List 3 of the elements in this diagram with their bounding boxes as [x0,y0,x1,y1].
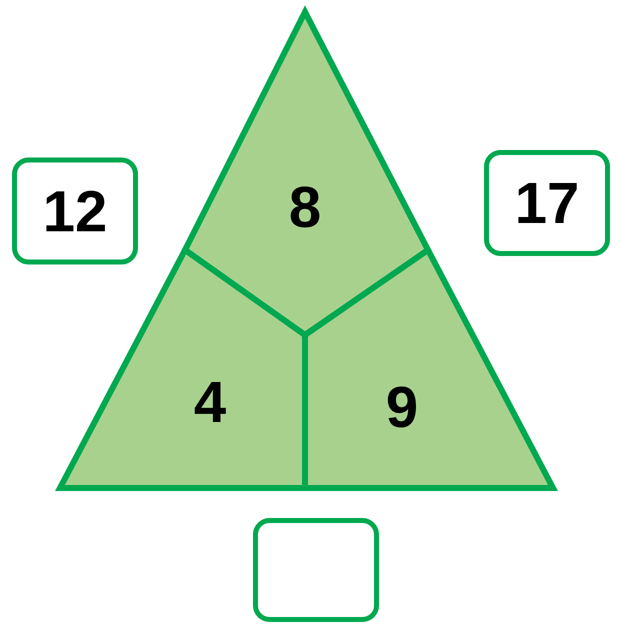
number-box: 17 [484,150,610,256]
answer-box [253,518,379,622]
number-box: 12 [12,158,138,264]
